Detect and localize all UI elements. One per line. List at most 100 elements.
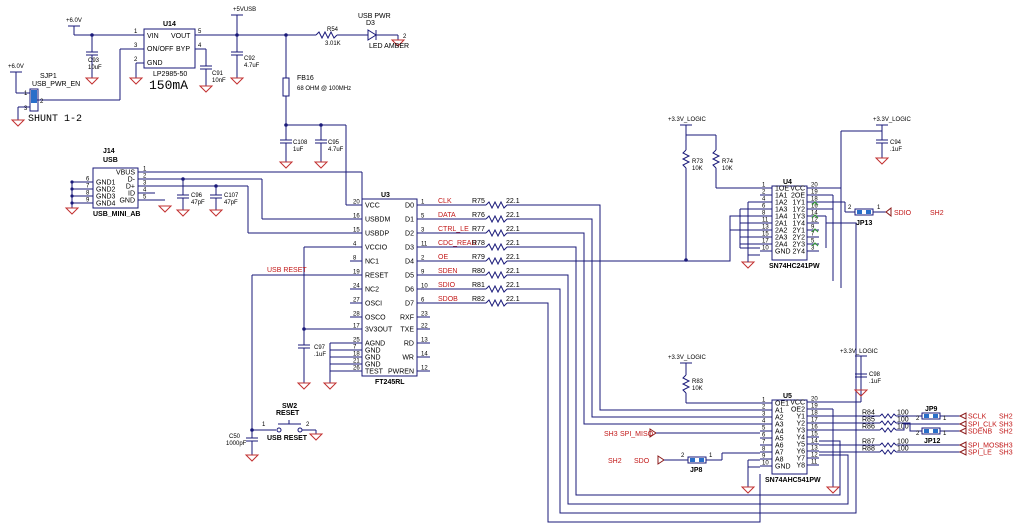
jp12-ref: JP12: [924, 438, 940, 445]
u3-left-pin-name: NC1: [365, 259, 379, 266]
c96-ref: C96: [191, 193, 203, 199]
u4-right-pin-num: 7: [811, 232, 815, 238]
u3-left-pin-name: OSCI: [365, 301, 382, 308]
c91-ref: C91: [212, 71, 224, 77]
u3-left-pin-num: 26: [353, 366, 360, 372]
u5-left-pin-num: 10: [762, 461, 769, 467]
out-resistor: [879, 449, 897, 455]
u4-right-pin-num: 12: [811, 218, 818, 224]
u14-part: LP2985-50: [153, 71, 187, 78]
u4-right-pin-name: 2Y3: [793, 242, 806, 249]
u3-left-pin-name: RESET: [365, 273, 389, 280]
u3-right-pin-name: D6: [405, 287, 414, 294]
u4-left-pin-num: 8: [762, 211, 766, 217]
jp12-jumper: JP12 2 1: [916, 427, 947, 445]
c96-val: 47pF: [191, 200, 205, 206]
out-wire: [896, 422, 922, 432]
power-33-c: +3.3V_LOGIC: [668, 355, 707, 361]
out-res-ref: R88: [862, 446, 875, 453]
u3-right-pin-num: 1: [421, 200, 425, 206]
jp13-jumper: 2 1 JP13 SDIO SH2: [819, 201, 944, 227]
power-5vusb: +5VUSB: [233, 7, 256, 13]
u5-left-pin-num: 1: [762, 398, 766, 404]
u3-left-pin-num: 19: [353, 270, 360, 276]
u4-right-pin-name: 2OE: [791, 193, 805, 200]
u5-left-pin-num: 9: [762, 454, 766, 460]
u5-right-pin-name: Y5: [796, 442, 805, 449]
u5-right-pin-name: Y1: [796, 414, 805, 421]
u3-right-pin-num: 5: [421, 214, 425, 220]
bus-res-ref: R78: [472, 240, 485, 247]
out-net-sheet: SH2: [999, 429, 1013, 436]
u5-right-pin-name: Y2: [796, 421, 805, 428]
u3-left-pin-num: 20: [353, 200, 360, 206]
out-res-ref: R85: [862, 417, 875, 424]
u3-right-pin-num: 3: [421, 228, 425, 234]
u3-left-pin-name: 3V3OUT: [365, 327, 393, 334]
u3-left-pin-name: USBDP: [365, 231, 389, 238]
u4-right-pin-num: 3: [811, 246, 815, 252]
u4-left-pin-name: 1OE: [775, 186, 789, 193]
out-net-sheet: SH2: [999, 414, 1013, 421]
u5-left-pin-num: 3: [762, 412, 766, 418]
jp9-ref: JP9: [925, 406, 938, 413]
r83-val: 10K: [692, 386, 703, 392]
sjp1-pin1: 1: [24, 91, 28, 97]
out-net-label: SPI_CLK: [968, 422, 997, 429]
u3-left-pin-num: 27: [353, 298, 360, 304]
u3-left-pin-name: GND: [365, 348, 381, 355]
c95-ref: C95: [328, 140, 340, 146]
c98-ref: C98: [869, 372, 881, 378]
u5-left-pin-name: OE1: [775, 401, 789, 408]
r83-ref: R83: [692, 379, 704, 385]
sjp1-jumper: +6.0V SJP1 USB_PWR_EN 1 2 3 SHUNT 1-2: [8, 64, 82, 127]
u14-vout: VOUT: [171, 33, 191, 40]
u4-left-pin-num: 15: [762, 232, 769, 238]
u5-right-pin-num: 15: [811, 432, 818, 438]
j14-ref: J14: [103, 148, 115, 155]
bus-res-val: 22.1: [506, 282, 520, 289]
u5-left-pin-name: A5: [775, 436, 784, 443]
u5-left-pin-name: A2: [775, 415, 784, 422]
power-33-d: +3.3V_LOGIC: [840, 349, 879, 355]
out-net-flag: [958, 427, 967, 435]
sjp1-name: USB_PWR_EN: [32, 81, 80, 88]
j14-right-pin-name: GND: [119, 198, 135, 205]
u4-right-pin-num: 18: [811, 197, 818, 203]
jp13-pin1: 1: [877, 205, 881, 211]
u14-gnd: GND: [147, 60, 163, 67]
bus-res-val: 22.1: [506, 240, 520, 247]
u3-left-pin-num: 21: [353, 359, 360, 365]
u5-right-pin-name: Y4: [796, 435, 805, 442]
r74-ref: R74: [722, 159, 734, 165]
u5-right-pin-name: VCC: [790, 400, 805, 407]
c94-val: .1uF: [890, 147, 902, 153]
out-res-val: 100: [897, 446, 909, 453]
j14-right-pin-name: D+: [126, 184, 135, 191]
u5-right-pin-name: Y6: [796, 449, 805, 456]
bus-res-val: 22.1: [506, 226, 520, 233]
out-resistor: [879, 413, 897, 419]
c92-val: 4.7uF: [244, 63, 260, 69]
u3-left-pin-name: AGND: [365, 341, 385, 348]
bus-res-val: 22.1: [506, 254, 520, 261]
u14-ref: U14: [163, 21, 176, 28]
u5-left-pin-name: A1: [775, 408, 784, 415]
u4-ref: U4: [783, 179, 792, 186]
u5-left-pin-name: A7: [775, 450, 784, 457]
u3-left-pin-num: 16: [353, 214, 360, 220]
c107-val: 47pF: [224, 200, 238, 206]
bus-res-ref: R76: [472, 212, 485, 219]
u3-left-pin-num: 17: [353, 324, 360, 330]
bus-net-label: DATA: [438, 212, 456, 219]
u3-left-pin-num: 15: [353, 228, 360, 234]
j14-right-pin-num: 1: [143, 167, 147, 173]
j14-left-pin-num: 8: [86, 191, 90, 197]
u14-pin2: 2: [134, 57, 138, 63]
u4-right-pin-num: 14: [811, 211, 818, 217]
u3-left-pin-num: 8: [353, 256, 357, 262]
u4-left-pin-num: 10: [762, 246, 769, 252]
u3-right-pin-num: 2: [421, 256, 425, 262]
u4-right-pin-name: VCC: [790, 186, 805, 193]
